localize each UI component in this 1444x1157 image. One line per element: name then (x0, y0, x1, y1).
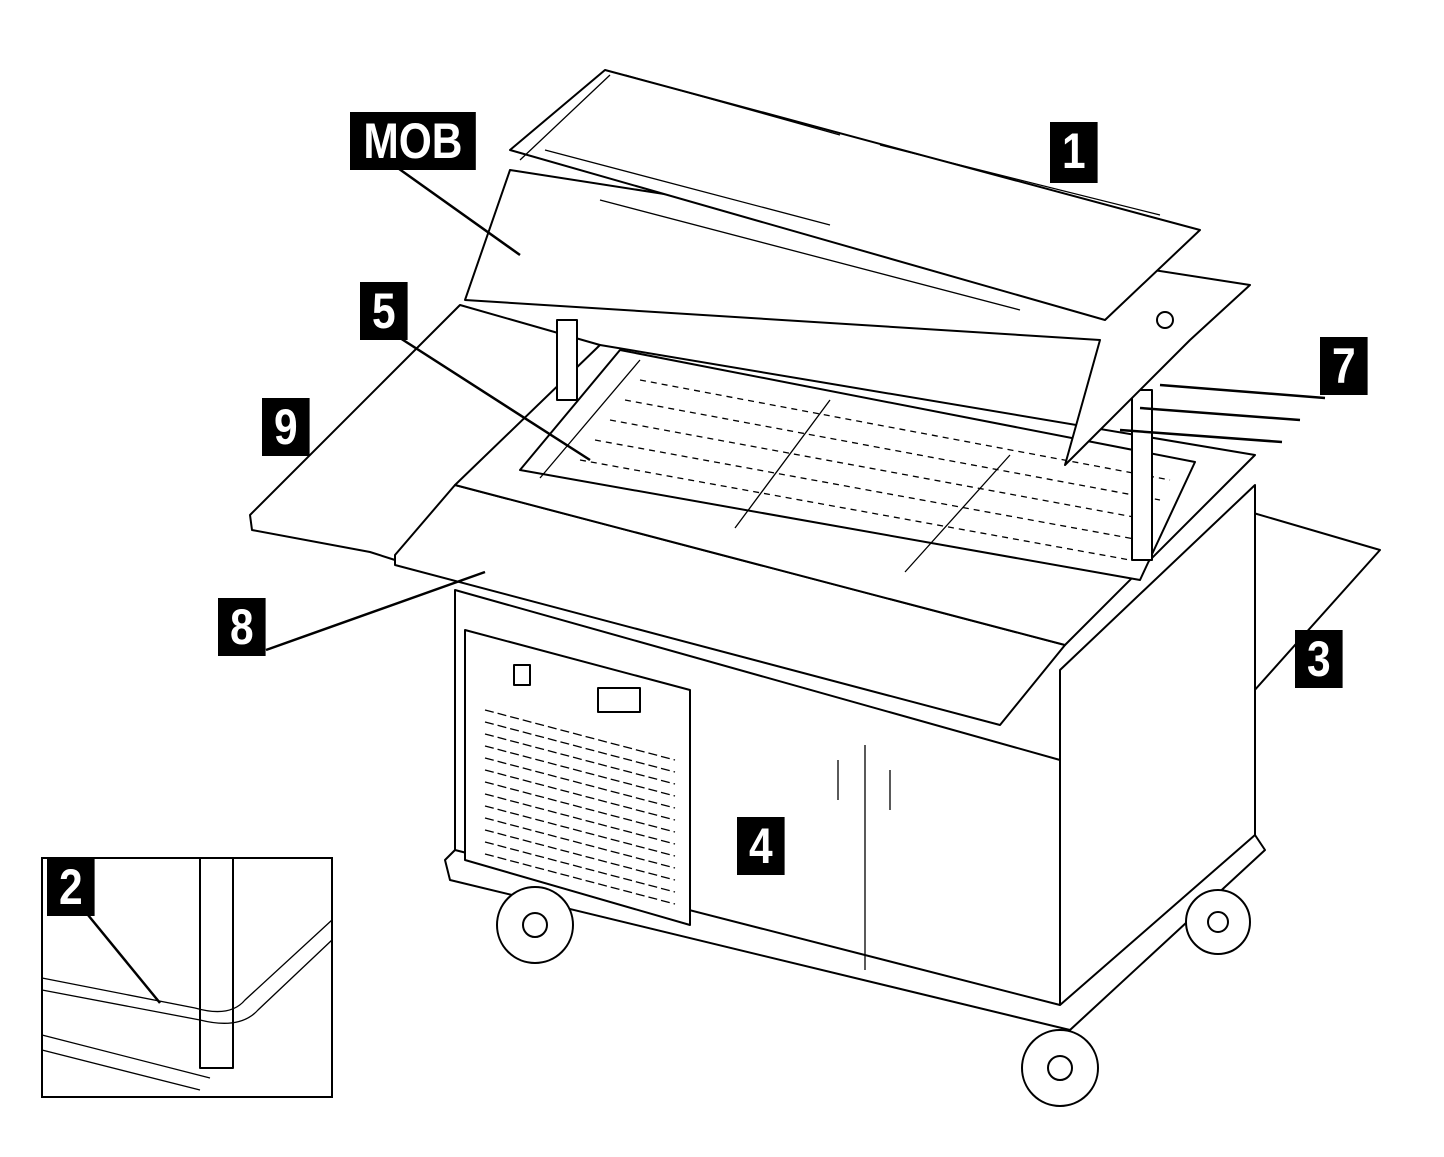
tray-rails (1119, 383, 1326, 444)
label-mob: MOB (350, 112, 476, 170)
post-right (1131, 389, 1153, 561)
leader-mob (394, 164, 521, 257)
label-4: 4 (737, 817, 785, 875)
vent-grille (484, 709, 676, 905)
power-switch (513, 664, 531, 686)
label-2: 2 (47, 858, 95, 916)
leader-8 (265, 570, 486, 652)
corner-bumper-detail (41, 857, 333, 1091)
controller-display (597, 687, 641, 713)
knob (1156, 311, 1174, 329)
post-left (556, 319, 578, 401)
label-5: 5 (360, 282, 408, 340)
sneeze-guard (464, 169, 1251, 466)
label-9: 9 (262, 398, 310, 456)
perforated-grids (539, 359, 1171, 573)
caster-wheels (496, 886, 1251, 1107)
label-3: 3 (1295, 630, 1343, 688)
grid-tray-area (519, 349, 1196, 581)
top-rail (519, 74, 1161, 311)
label-7: 7 (1320, 337, 1368, 395)
leader-5 (399, 336, 591, 462)
leader-2 (87, 914, 161, 1004)
top-shelf (509, 69, 1201, 321)
label-8: 8 (218, 598, 266, 656)
label-1: 1 (1050, 122, 1098, 183)
